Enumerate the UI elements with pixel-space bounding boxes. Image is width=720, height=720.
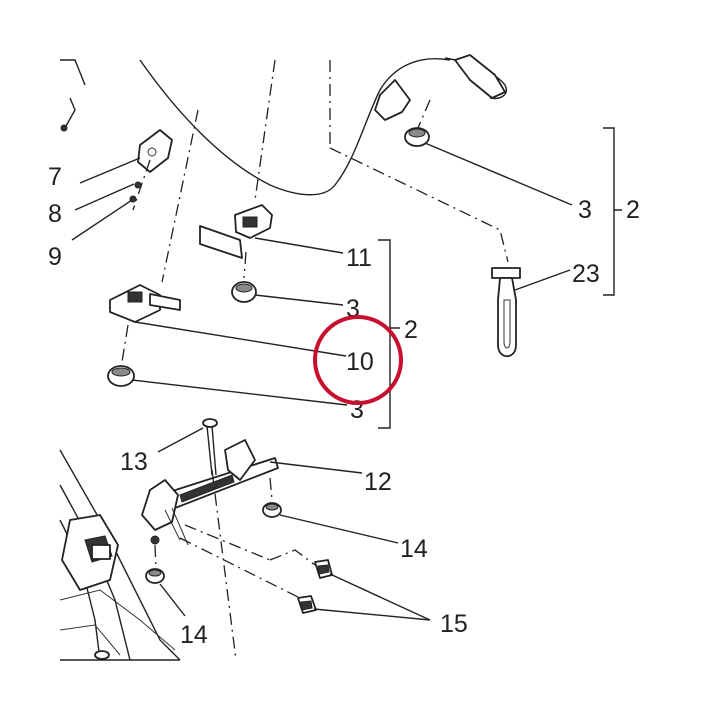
callout-11: 11 [346, 244, 372, 272]
highlight-circle [313, 315, 403, 405]
clip-10 [109, 284, 347, 357]
callout-9: 9 [48, 243, 62, 271]
callout-7: 7 [48, 163, 62, 191]
grommet-3-mid [231, 251, 344, 306]
body-panel-outline [60, 54, 507, 196]
callout-8: 8 [48, 200, 62, 228]
guide-line [161, 109, 199, 283]
guide-line [254, 59, 276, 201]
clips-15 [179, 524, 431, 621]
guide-line [269, 477, 273, 501]
partial-parts-left: 7 8 9 [48, 97, 173, 271]
frame-partial [59, 449, 181, 661]
pull-tab-23 [491, 267, 571, 358]
bolt-13 [157, 418, 218, 476]
bracket-2-top [603, 127, 622, 296]
callout-3-bottom: 3 [350, 396, 364, 424]
callout-13: 13 [120, 448, 148, 476]
foot-14-right [262, 502, 399, 544]
callout-15: 15 [440, 610, 468, 638]
callout-23: 23 [572, 260, 600, 288]
callout-2-top: 2 [626, 196, 640, 224]
callout-12: 12 [364, 468, 392, 496]
guide-line-23 [329, 147, 509, 263]
grommet-3-top [404, 99, 573, 206]
grommet-3-bottom [107, 324, 348, 406]
callout-2-mid: 2 [404, 316, 418, 344]
latch-assembly-12 [141, 439, 363, 546]
bracket-2-mid [378, 239, 400, 429]
clip-11 [199, 204, 344, 259]
callout-3-top: 3 [578, 196, 592, 224]
callout-14-right: 14 [400, 535, 428, 563]
foot-14-left [145, 544, 186, 617]
guide-line [211, 469, 237, 661]
callout-10: 10 [346, 348, 374, 376]
callout-14-left: 14 [180, 621, 208, 649]
